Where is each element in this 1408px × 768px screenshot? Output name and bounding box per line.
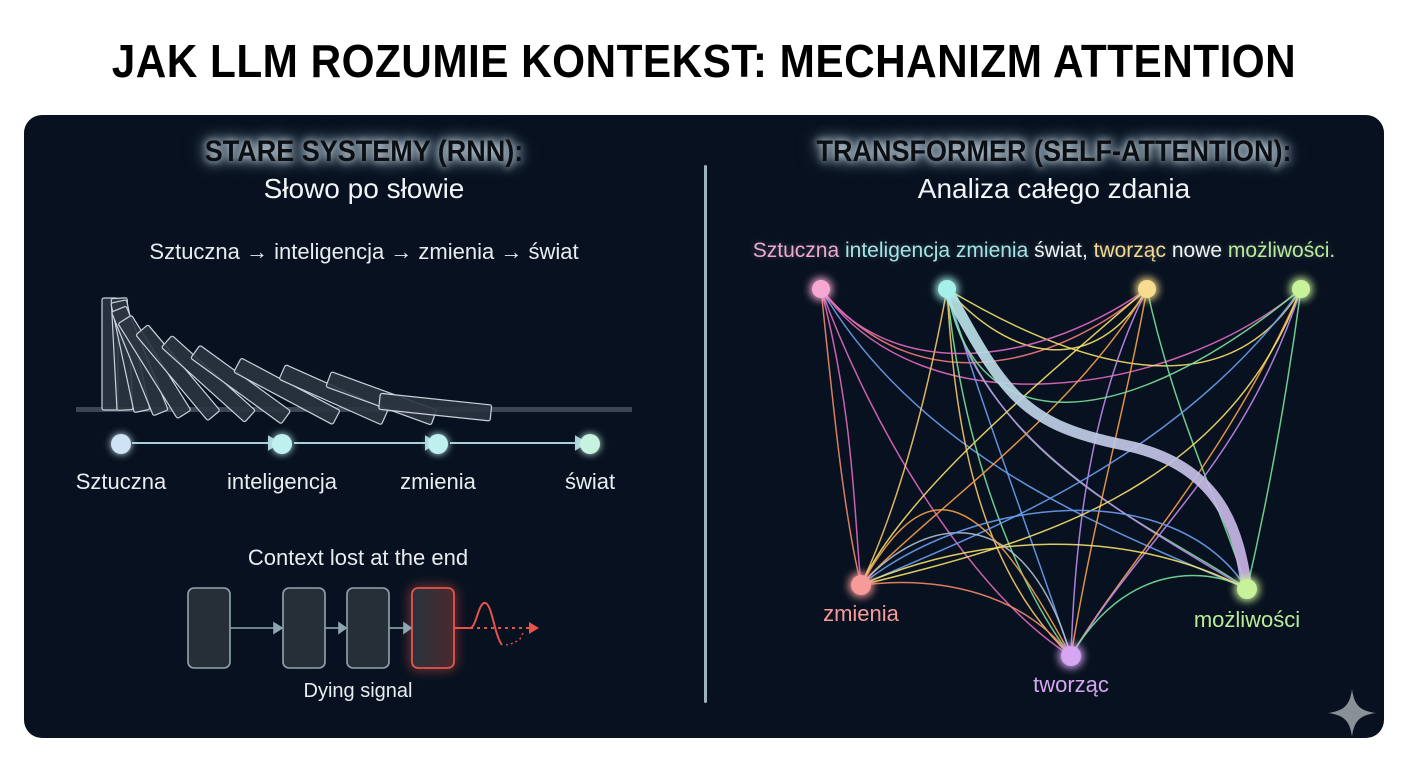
sentence-word: zmienia (950, 239, 1029, 262)
page-title: JAK LLM ROZUMIE KONTEKST: MECHANIZM ATTE… (111, 35, 1297, 87)
node-nowe (1292, 280, 1310, 298)
node-zmienia (851, 575, 871, 595)
transformer-subheading: Analiza całego zdania (917, 173, 1191, 204)
node-tworzac (1061, 646, 1081, 666)
rnn-node-1 (111, 434, 131, 454)
context-lost-label: Context lost at the end (247, 545, 469, 570)
sentence-word: tworząc (1087, 239, 1166, 262)
domino-illustration (76, 297, 632, 669)
rnn-word-sztuczna: Sztuczna (75, 469, 167, 494)
node-label-tworzac: tworząc (1033, 672, 1109, 697)
attention-sentence: Sztuczna inteligencja zmienia świat, two… (714, 239, 1374, 263)
section-divider (704, 165, 707, 703)
node-inteligencja (938, 280, 956, 298)
node-label-zmienia: zmienia (823, 601, 899, 626)
rnn-word-swiat: świat (564, 469, 616, 494)
sentence-word: możliwości. (1222, 239, 1336, 262)
dying-signal-label: Dying signal (303, 680, 413, 702)
sparkle-icon (1328, 689, 1376, 737)
rnn-word-zmienia: zmienia (400, 469, 476, 494)
strong-attention-link (941, 283, 1253, 595)
diagram-panel: STARE SYSTEMY (RNN): Słowo po słowie Szt… (24, 115, 1384, 738)
node-label-mozliwosci: możliwości (1193, 607, 1301, 632)
rnn-node-4 (580, 434, 600, 454)
rnn-node-3 (428, 434, 448, 454)
node-sztuczna (812, 280, 830, 298)
rnn-sequence: Sztuczna → inteligencja → zmienia → świa… (149, 239, 579, 264)
rnn-node-2 (272, 434, 292, 454)
rnn-heading: STARE SYSTEMY (RNN): (204, 135, 524, 168)
rnn-subheading: Słowo po słowie (263, 173, 465, 204)
transformer-heading: TRANSFORMER (SELF-ATTENTION): (816, 135, 1292, 168)
node-swiat (1138, 280, 1156, 298)
attention-network (812, 280, 1310, 666)
sentence-word: inteligencja (839, 239, 951, 262)
sentence-word: nowe (1165, 239, 1223, 262)
sentence-word: świat, (1028, 239, 1088, 262)
rnn-word-inteligencja: inteligencja (226, 469, 338, 494)
node-mozliwosci (1237, 579, 1257, 599)
sentence-word: Sztuczna (752, 239, 840, 262)
